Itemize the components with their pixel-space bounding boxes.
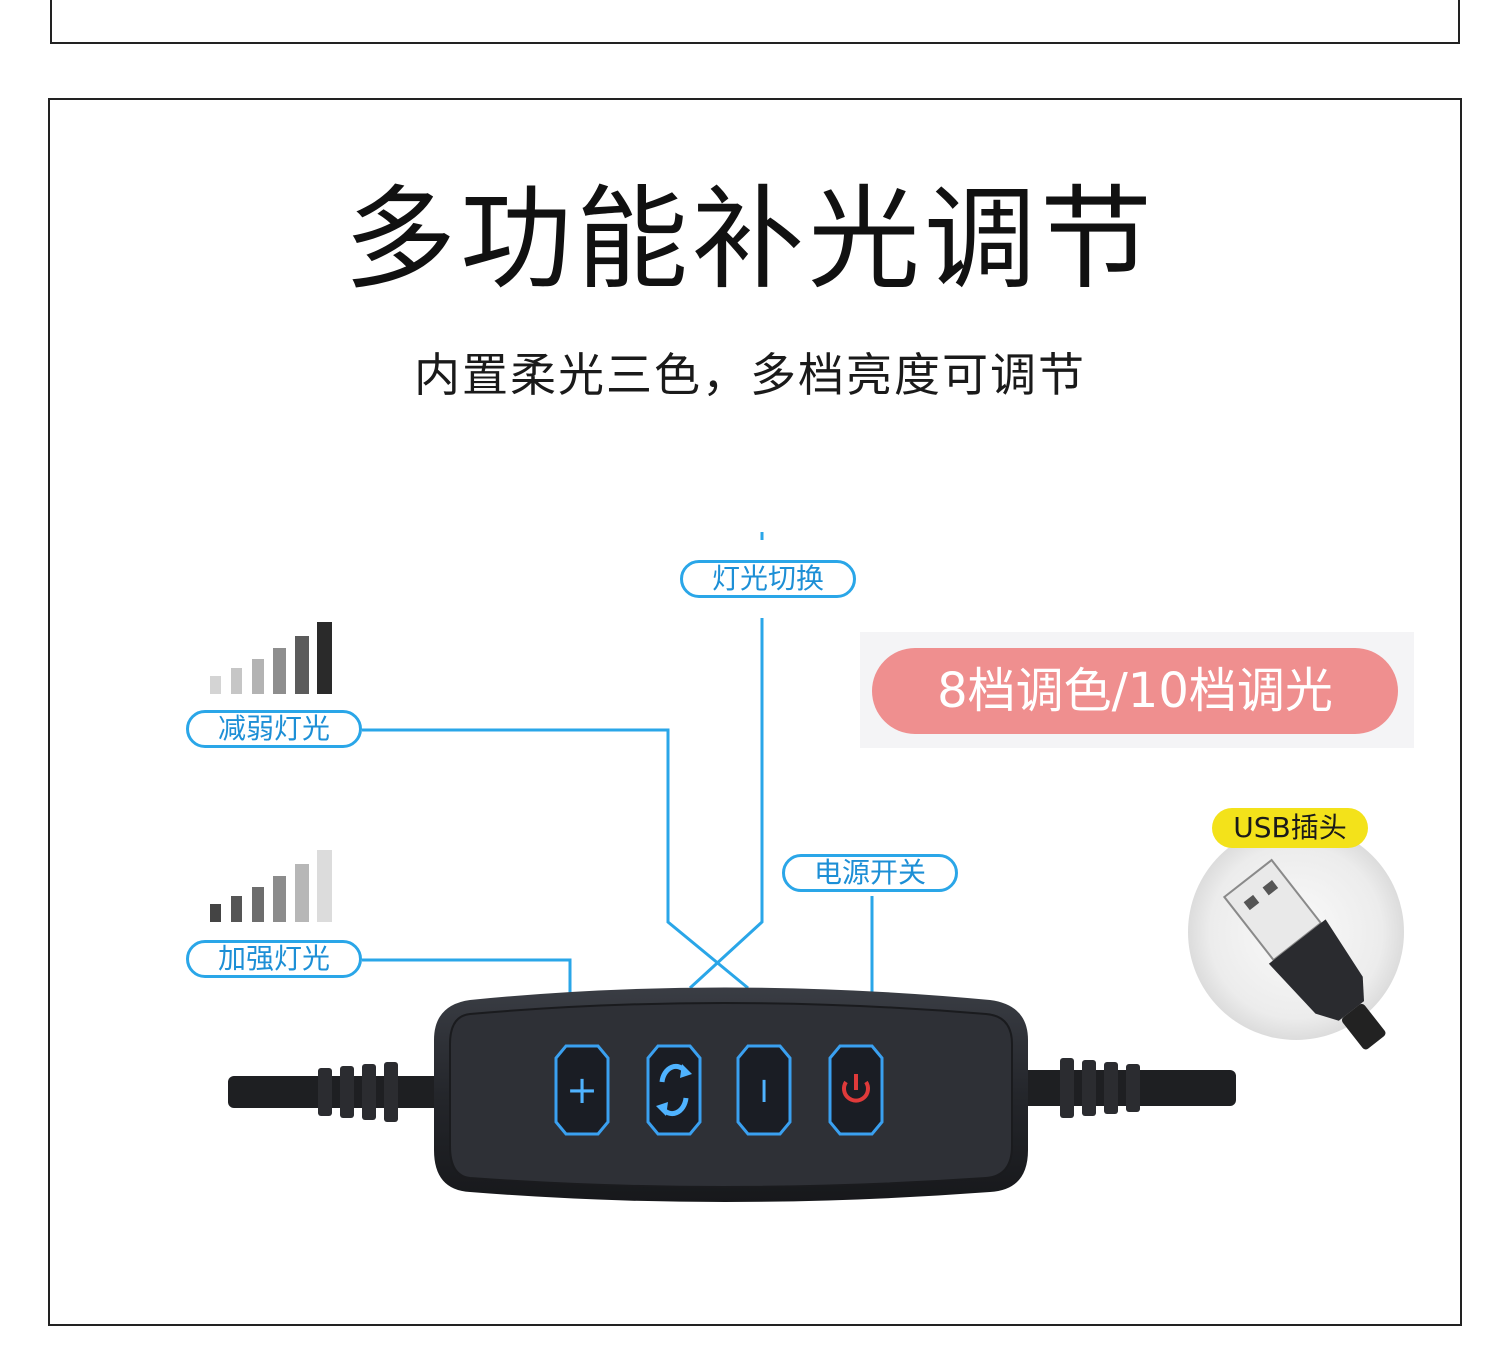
brightness-down-button[interactable]: I xyxy=(736,1044,792,1136)
brighten-level-icon xyxy=(210,850,332,922)
light-switch-button[interactable] xyxy=(646,1044,702,1136)
brightness-up-button[interactable]: + xyxy=(554,1044,610,1136)
main-frame xyxy=(48,98,1462,1326)
light-switch-callout: 灯光切换 xyxy=(680,560,856,598)
dim-light-callout: 减弱灯光 xyxy=(186,710,362,748)
dim-level-icon xyxy=(210,622,332,694)
controller-body xyxy=(434,987,1028,1202)
page-subtitle: 内置柔光三色，多档亮度可调节 xyxy=(414,348,1086,402)
power-icon xyxy=(842,1074,870,1103)
power-switch-callout: 电源开关 xyxy=(782,854,958,892)
minus-icon: I xyxy=(760,1075,769,1110)
cable xyxy=(228,1058,1236,1122)
usb-plug-illustration xyxy=(1188,824,1404,1050)
top-frame xyxy=(50,0,1460,44)
power-button[interactable] xyxy=(828,1044,884,1136)
promo-badge: 8档调色/10档调光 xyxy=(872,648,1398,734)
page-title: 多功能补光调节 xyxy=(344,175,1156,305)
brighten-light-callout: 加强灯光 xyxy=(186,940,362,978)
callout-lines xyxy=(362,532,874,996)
usb-label: USB插头 xyxy=(1212,808,1368,848)
plus-icon: + xyxy=(566,1068,598,1112)
cycle-icon xyxy=(656,1063,692,1117)
